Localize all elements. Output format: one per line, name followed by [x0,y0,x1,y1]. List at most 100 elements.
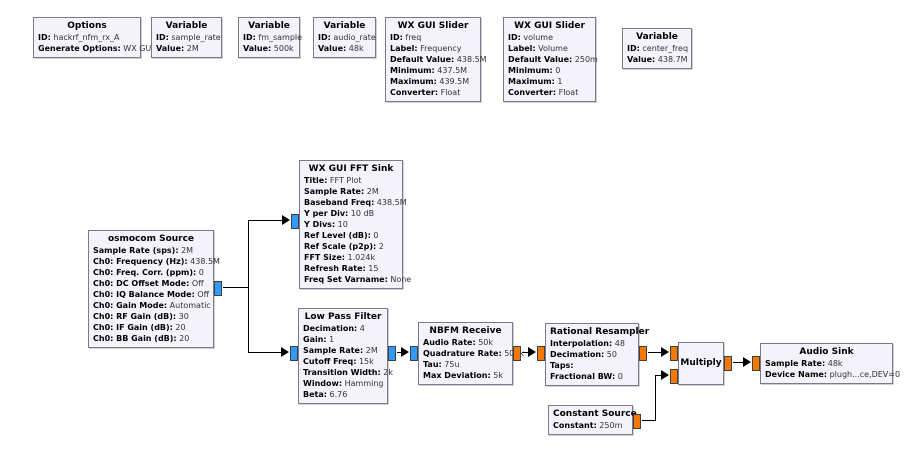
wire-arrow-lpf [281,347,289,357]
constant-source-output-port[interactable] [633,414,641,429]
block-param: Default Value: 250m [508,55,598,64]
block-param: Minimum: 437.5M [390,66,468,75]
multiply-input-port-1[interactable] [670,369,678,384]
wire-arrow-multiply-in1 [661,370,669,380]
block-param: Window: Hamming [303,379,384,388]
block-param: Ch0: Freq. Corr. (ppm): 0 [93,268,204,277]
block-param: Converter: Float [390,88,461,97]
block-param: Ch0: IQ Balance Mode: Off [93,290,210,299]
block-param: ID: volume [508,33,554,42]
wire-osmocom-to-fft[interactable] [248,220,282,221]
block-param: Maximum: 1 [508,77,563,86]
wire-osmocom-trunk[interactable] [248,220,249,353]
rational-resampler-input-port[interactable] [537,346,545,361]
block-param: ID: hackrf_nfm_rx_A [38,33,120,42]
block-param: Ref Level (dB): 0 [304,231,379,240]
block-param: Decimation: 4 [303,324,365,333]
block-title: Variable [248,21,290,31]
wire-osmocom-to-lpf[interactable] [248,352,281,353]
block-param: ID: sample_rate [156,33,221,42]
block-param: Beta: 6.76 [303,390,348,399]
nbfm-receive-output-port[interactable] [513,346,521,361]
block-title: WX GUI Slider [514,21,585,31]
block-param: Sample Rate: 2M [304,187,379,196]
block-param: Fractional BW: 0 [550,372,623,381]
block-param: Quadrature Rate: 500k [423,349,524,358]
block-param: Label: Frequency [390,44,462,53]
fft-sink-input-port[interactable] [291,214,299,229]
wire-arrow-multiply-in0 [661,347,669,357]
block-title: WX GUI Slider [397,21,469,31]
block-param: Max Deviation: 5k [423,371,503,380]
block-title: osmocom Source [107,234,195,244]
block-param: Tau: 75u [423,360,460,369]
low-pass-filter-input-port[interactable] [290,346,298,361]
block-param: Freq Set Varname: None [304,275,412,284]
wire-arrow-nbfm [401,347,409,357]
wire-lpf-to-nbfm[interactable] [397,352,401,353]
wire-resampler-to-multiply[interactable] [648,352,661,353]
low-pass-filter-output-port[interactable] [388,346,396,361]
block-title: NBFM Receive [429,326,502,336]
block-param: Audio Rate: 50k [423,338,494,347]
osmocom-source-output-port[interactable] [214,281,222,296]
wire-multiply-to-audio[interactable] [733,362,743,363]
block-param: Ch0: RF Gain (dB): 30 [93,312,189,321]
wire-arrow-fft [282,215,290,225]
block-param: Y per Div: 10 dB [304,209,375,218]
block-param: Constant: 250m [553,421,623,430]
multiply-input-port-0[interactable] [670,346,678,361]
audio-sink-input-port[interactable] [752,356,760,371]
rational-resampler-output-port[interactable] [639,346,647,361]
block-param: Ch0: BB Gain (dB): 20 [93,334,190,343]
block-param: ID: center_freq [627,44,689,53]
multiply-output-port[interactable] [724,356,732,371]
block-param: Label: Volume [508,44,568,53]
block-title: Options [67,21,107,31]
wire-constant-out[interactable] [642,420,656,421]
wire-osmocom-out[interactable] [223,287,248,288]
block-multiply[interactable]: Multiply [670,342,732,385]
block-param: Ref Scale (p2p): 2 [304,242,384,251]
wire-constant-to-multiply[interactable] [655,375,661,376]
block-title: Low Pass Filter [304,312,382,322]
block-constant-source[interactable]: Constant Source Constant: 250m [548,405,641,435]
block-title: Rational Resampler [550,327,650,337]
wire-arrow-resampler [528,347,536,357]
block-params: Constant: 250m [553,420,628,431]
wire-nbfm-to-resampler[interactable] [522,352,528,353]
block-param: ID: freq [390,33,422,42]
block-param: Refresh Rate: 15 [304,264,379,273]
block-param: Cutoff Freq: 15k [303,357,374,366]
block-param: Sample Rate: 2M [303,346,378,355]
block-title: Variable [323,21,366,31]
block-title: Multiply [680,358,722,368]
block-param: Maximum: 439.5M [390,77,470,86]
wire-constant-riser[interactable] [655,375,656,421]
nbfm-receive-input-port[interactable] [410,346,418,361]
